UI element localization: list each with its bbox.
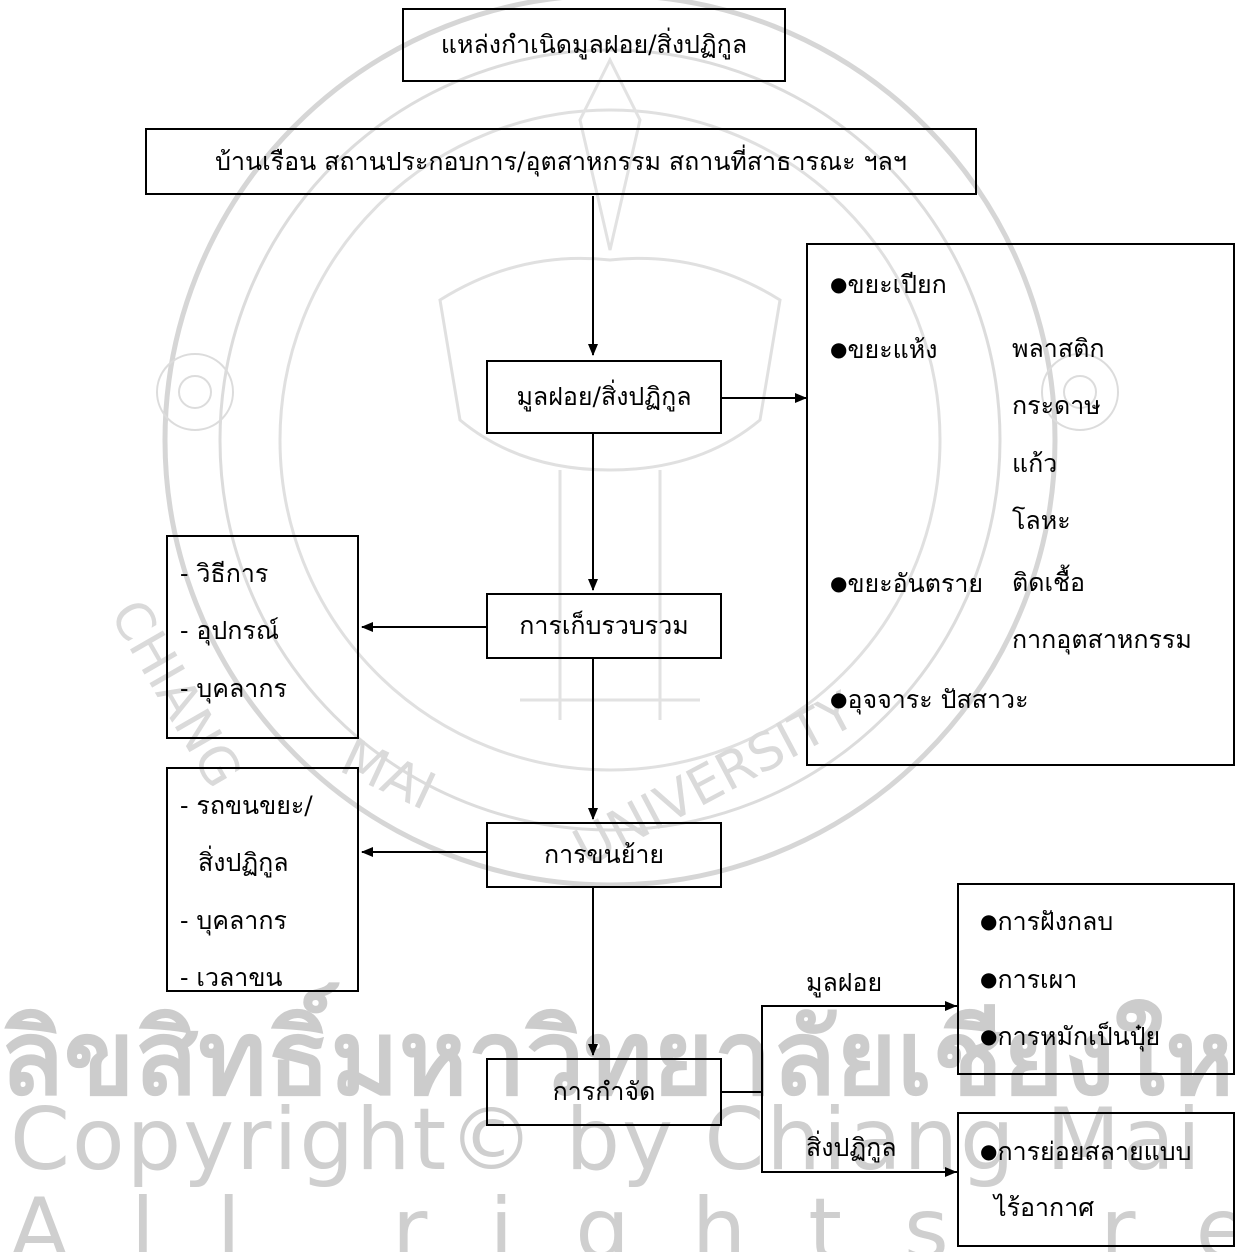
waste-type-hazardous: ●ขยะอันตราย (830, 567, 983, 600)
solid-method: ●การหมักเป็นปุ๋ย (980, 1020, 1160, 1053)
bullet-icon: ● (830, 571, 848, 595)
hazardous-item: ติดเชื้อ (1012, 568, 1085, 597)
transport-details-box (166, 767, 359, 992)
watermark-rights-line: All rights reserved (10, 1180, 1235, 1252)
collection-detail: - บุคลากร (180, 674, 287, 703)
collection-details-box (166, 535, 359, 739)
solid-method-label: การหมักเป็นปุ๋ย (997, 1022, 1161, 1051)
transport-detail: สิ่งปฏิกูล (198, 848, 289, 877)
disposal-node-text: การกำจัด (552, 1077, 656, 1106)
line-disposal-to-sewage (761, 1092, 957, 1173)
transport-detail: - รถขนขยะ/ (180, 791, 313, 820)
transport-node: การขนย้าย (486, 822, 722, 888)
collection-detail: - อุปกรณ์ (180, 616, 280, 645)
source-places-text: บ้านเรือน สถานประกอบการ/อุตสาหกรรม สถานท… (215, 146, 907, 176)
transport-detail: - เวลาขน (180, 963, 283, 992)
disposal-node: การกำจัด (486, 1058, 722, 1126)
hazardous-item: กากอุตสาหกรรม (1012, 625, 1192, 654)
sewage-methods-box (957, 1112, 1235, 1247)
source-places-box: บ้านเรือน สถานประกอบการ/อุตสาหกรรม สถานท… (145, 128, 977, 195)
waste-type-wet-label: ขยะเปียก (847, 270, 947, 299)
source-title-text: แหล่งกำเนิดมูลฝอย/สิ่งปฏิกูล (440, 30, 748, 59)
watermark-copyright-line: Copyright© by Chiang Mai University (10, 1090, 1235, 1190)
dry-item: พลาสติก (1012, 334, 1105, 363)
bullet-icon: ● (830, 337, 848, 361)
waste-types-panel (806, 243, 1235, 766)
sewage-method-label: การย่อยสลายแบบ (997, 1137, 1192, 1166)
collection-node-text: การเก็บรวบรวม (519, 611, 689, 640)
sewage-branch-label: สิ่งปฏิกูล (806, 1133, 897, 1162)
dry-item: กระดาษ (1012, 391, 1101, 420)
bullet-icon: ● (830, 272, 848, 296)
sewage-method-continued: ไร้อากาศ (994, 1193, 1095, 1222)
bullet-icon: ● (980, 1139, 998, 1163)
waste-type-dry-label: ขยะแห้ง (847, 335, 938, 364)
bullet-icon: ● (830, 687, 848, 711)
solid-method: ●การฝังกลบ (980, 905, 1113, 938)
waste-type-excreta-label: อุจจาระ ปัสสาวะ (847, 685, 1029, 714)
source-title-box: แหล่งกำเนิดมูลฝอย/สิ่งปฏิกูล (402, 8, 786, 82)
bullet-icon: ● (980, 967, 998, 991)
waste-node: มูลฝอย/สิ่งปฏิกูล (486, 360, 722, 434)
waste-type-dry: ●ขยะแห้ง (830, 333, 937, 366)
transport-detail: - บุคลากร (180, 906, 287, 935)
waste-type-hazardous-label: ขยะอันตราย (847, 569, 984, 598)
solid-methods-box (957, 883, 1235, 1075)
solid-method-label: การฝังกลบ (997, 907, 1114, 936)
solid-method: ●การเผา (980, 963, 1077, 996)
dry-item: โลหะ (1012, 506, 1071, 535)
solid-branch-label: มูลฝอย (806, 968, 883, 997)
solid-method-label: การเผา (997, 965, 1078, 994)
transport-node-text: การขนย้าย (543, 840, 665, 869)
collection-node: การเก็บรวบรวม (486, 593, 722, 659)
collection-detail: - วิธีการ (180, 559, 269, 588)
waste-node-text: มูลฝอย/สิ่งปฏิกูล (516, 382, 692, 411)
bullet-icon: ● (980, 909, 998, 933)
bullet-icon: ● (980, 1024, 998, 1048)
dry-item: แก้ว (1012, 449, 1058, 478)
waste-type-excreta: ●อุจจาระ ปัสสาวะ (830, 683, 1029, 716)
waste-type-wet: ●ขยะเปียก (830, 268, 947, 301)
line-disposal-to-solid (722, 1005, 957, 1093)
sewage-method: ●การย่อยสลายแบบ (980, 1135, 1191, 1168)
